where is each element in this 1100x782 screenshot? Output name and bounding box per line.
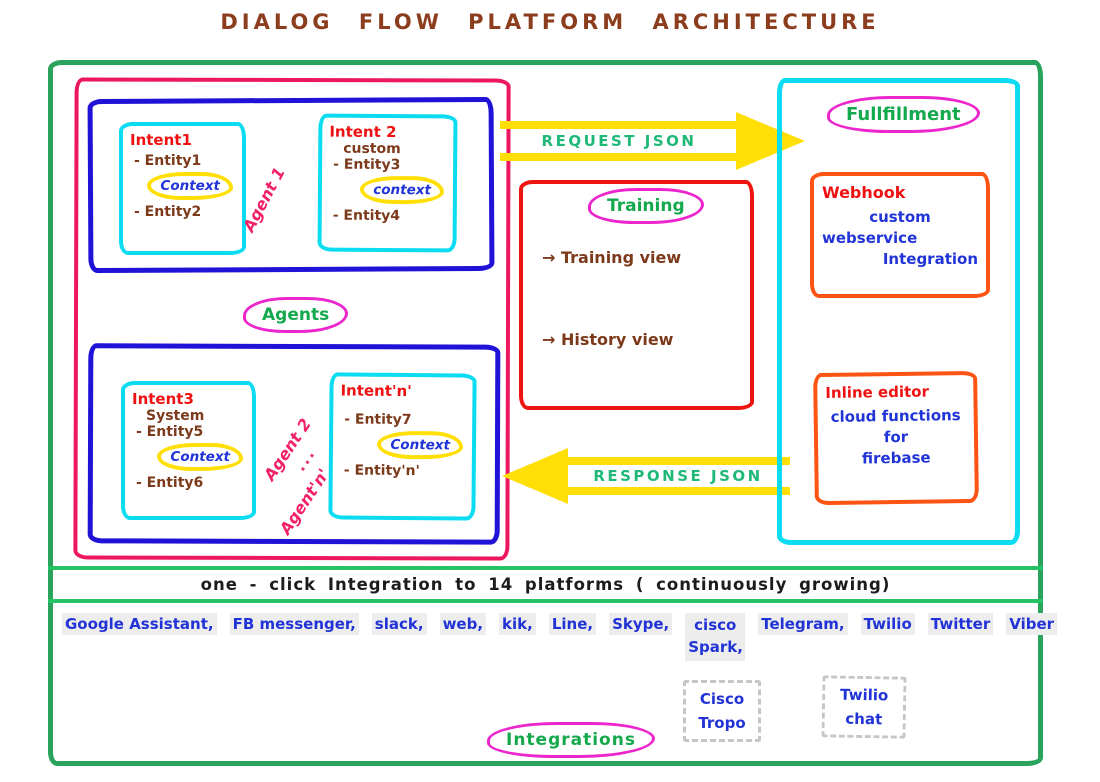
history-view-item: → History view [542, 330, 674, 349]
arrow-head-left-icon [502, 448, 568, 504]
intent-n-context-cloud: Context [377, 430, 464, 460]
inline-editor-line3: firebase [861, 448, 931, 468]
webhook-line2: webservice [822, 229, 918, 247]
integration-banner-text: one - click Integration to 14 platforms … [200, 575, 891, 594]
twilio-chat-box: Twilio chat [821, 675, 907, 739]
platform-line: Line, [548, 613, 597, 635]
intent3-entity2: - Entity6 [136, 475, 204, 491]
platforms-row: Google Assistant, FB messenger, slack, w… [62, 613, 1058, 661]
fulfillment-cloud: Fullfillment [827, 96, 980, 133]
intent-n-entity2: - Entity'n' [343, 462, 420, 480]
platform-skype: Skype, [609, 613, 673, 635]
outer-green-frame [48, 60, 1043, 766]
response-json-label: RESPONSE JSON [593, 467, 763, 485]
request-json-label: REQUEST JSON [541, 132, 697, 150]
webhook-line3: Integration [882, 250, 978, 268]
fulfillment-cyan-frame [777, 78, 1020, 545]
training-box [519, 180, 754, 410]
intent2-title: Intent 2 [329, 122, 397, 142]
intent1-title: Intent1 [130, 131, 192, 149]
platform-slack: slack, [371, 613, 427, 635]
intent3-context-cloud: Context [157, 443, 243, 471]
platform-twilio: Twilio [860, 613, 915, 635]
page-title: DIALOG FLOW PLATFORM ARCHITECTURE [220, 10, 880, 34]
integrations-cloud: Integrations [487, 722, 655, 758]
agents-cloud: Agents [243, 297, 349, 333]
intent2-subtitle: custom [343, 140, 401, 158]
inline-editor-line1: cloud functions [830, 406, 961, 426]
inline-editor-title: Inline editor [825, 382, 930, 402]
training-cloud: Training [588, 188, 704, 224]
intent2-entity1: - Entity3 [333, 156, 401, 174]
platform-viber: Viber [1006, 613, 1058, 635]
intent-n-title: Intent'n' [340, 381, 412, 401]
intent3-title: Intent3 [132, 390, 194, 408]
platform-telegram: Telegram, [758, 613, 848, 635]
intent2-context-cloud: context [360, 175, 445, 205]
platform-google-assistant: Google Assistant, [62, 613, 217, 635]
platform-fb-messenger: FB messenger, [229, 613, 359, 635]
intent1-context-cloud: Context [147, 172, 233, 200]
webhook-line1: custom [869, 208, 931, 226]
platform-web: web, [439, 613, 487, 635]
request-json-arrow: REQUEST JSON [500, 112, 805, 170]
cisco-tropo-line1: Cisco [699, 690, 745, 708]
platform-kik: kik, [499, 613, 536, 635]
twilio-chat-line1: Twilio [839, 685, 889, 705]
intent1-entity1: - Entity1 [134, 153, 202, 169]
platform-twitter: Twitter [927, 613, 994, 635]
webhook-box: Webhook custom webservice Integration [810, 172, 990, 298]
integration-banner-band: one - click Integration to 14 platforms … [48, 566, 1043, 603]
intent1-entity2: - Entity2 [134, 204, 202, 220]
intent2-box: Intent 2 custom - Entity3 context - Enti… [317, 113, 458, 253]
inline-editor-box: Inline editor cloud functions for fireba… [813, 370, 979, 506]
webhook-title: Webhook [822, 183, 906, 202]
twilio-chat-line2: chat [845, 709, 883, 729]
intent3-box: Intent3 System - Entity5 Context - Entit… [121, 381, 256, 520]
intent-n-entity1: - Entity7 [344, 411, 412, 429]
intent3-entity1: - Entity5 [136, 424, 204, 440]
intent1-box: Intent1 - Entity1 Context - Entity2 [119, 122, 246, 255]
intent3-subtitle: System [146, 408, 205, 424]
intent2-entity2: - Entity4 [332, 207, 401, 225]
platform-cisco-spark: cisco Spark, [685, 613, 746, 661]
training-view-item: → Training view [542, 248, 682, 267]
cisco-tropo-line2: Tropo [698, 714, 746, 732]
intent-n-box: Intent'n' - Entity7 Context - Entity'n' [328, 372, 477, 521]
response-json-arrow: RESPONSE JSON [502, 448, 790, 504]
cisco-tropo-box: Cisco Tropo [683, 680, 761, 742]
inline-editor-line2: for [883, 427, 909, 447]
